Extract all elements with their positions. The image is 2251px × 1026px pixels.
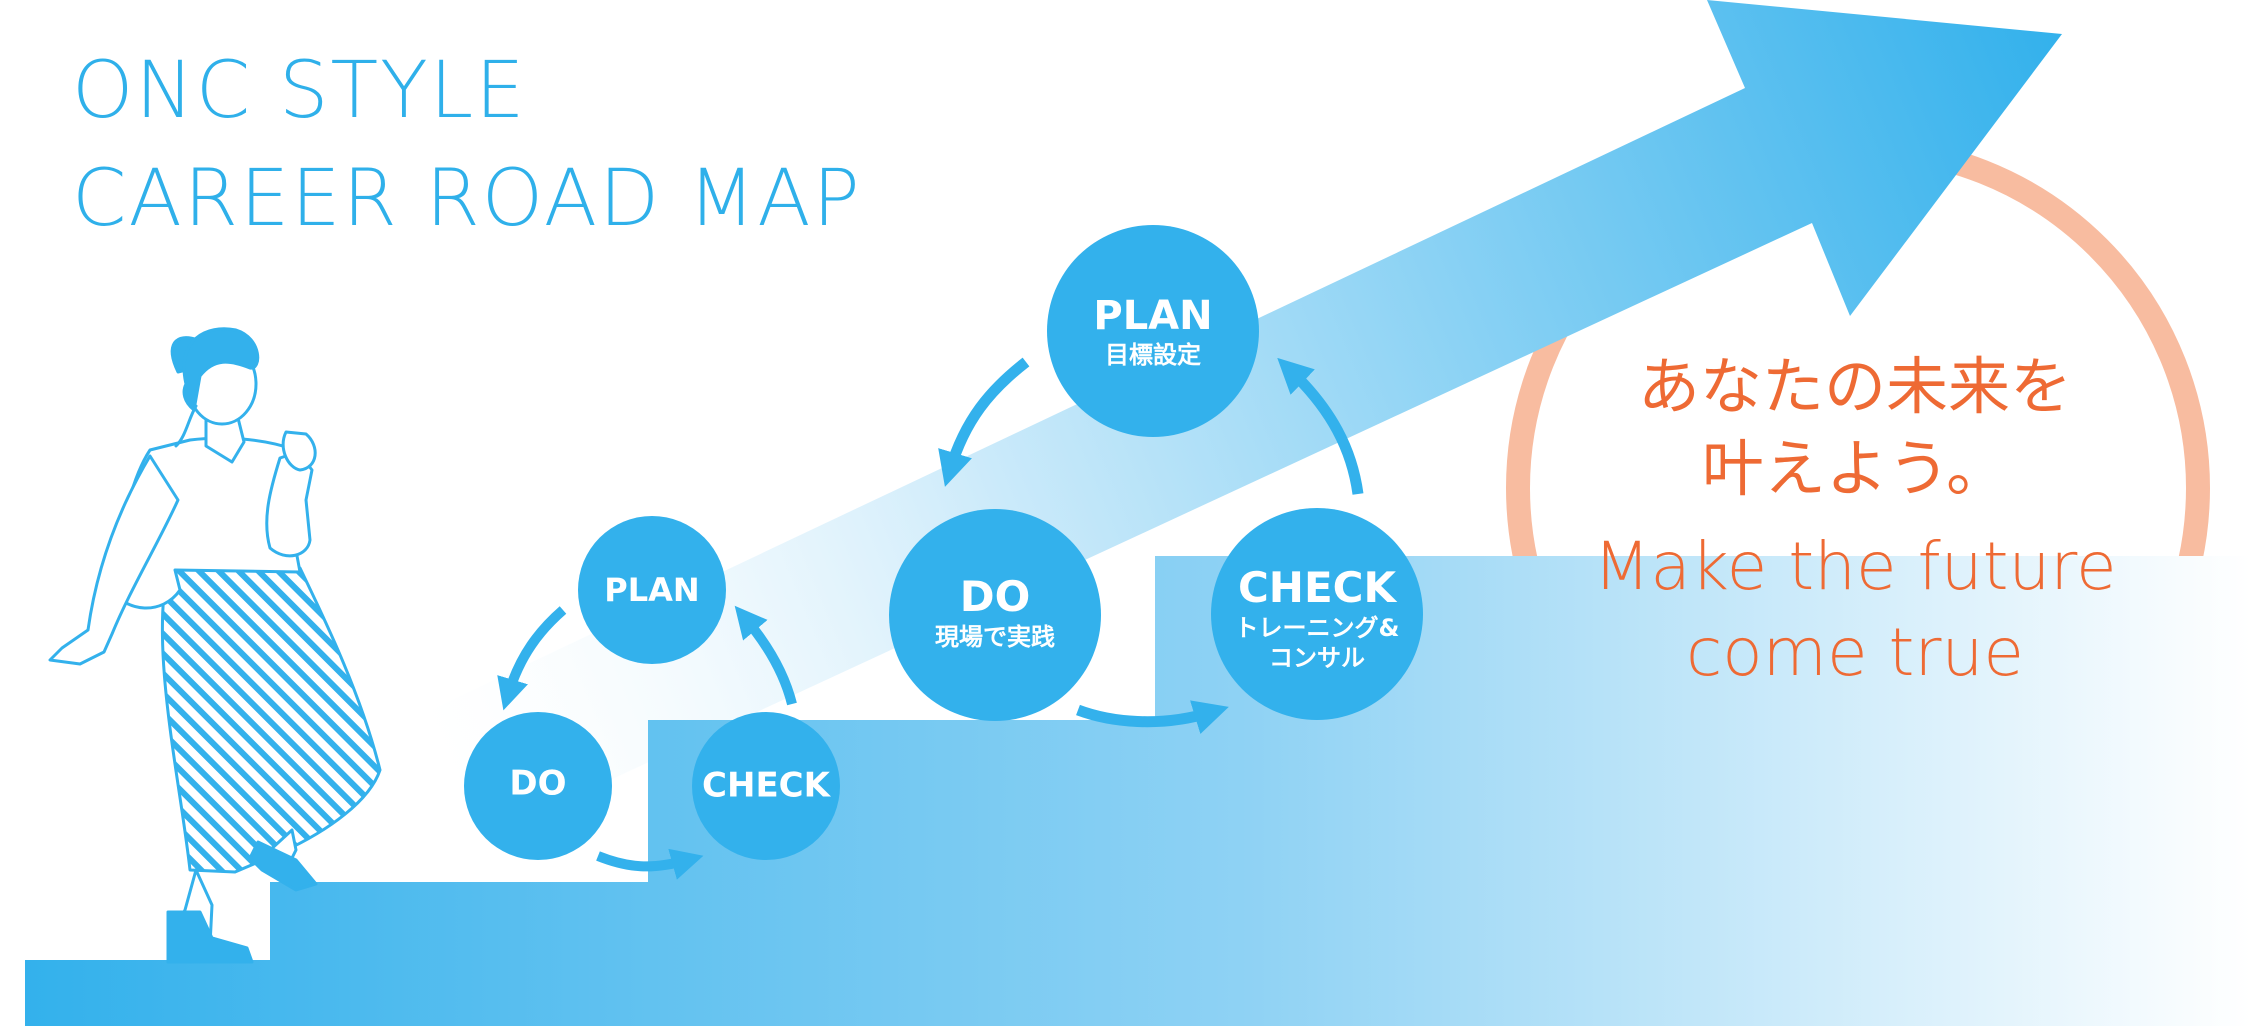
large-check-label-group: CHECK トレーニング& コンサル xyxy=(1235,563,1400,673)
large-check-circle xyxy=(1211,508,1423,720)
small-do-circle xyxy=(464,712,612,860)
large-plan-label: PLAN xyxy=(1093,293,1213,339)
large-do-label: DO xyxy=(959,571,1031,621)
large-check-sub-2: コンサル xyxy=(1269,644,1365,673)
page-title-line-1: ONC STYLE xyxy=(72,46,527,136)
goal-jp-line-2: 叶えよう。 xyxy=(1701,432,2009,505)
large-check-sub-1: トレーニング& xyxy=(1234,614,1400,643)
small-check-circle xyxy=(692,712,840,860)
large-check-to-plan-arrow xyxy=(1277,357,1364,495)
large-do-to-check-arrow xyxy=(1076,700,1229,734)
small-do-label: DO xyxy=(509,763,567,804)
goal-jp-line-1: あなたの未来を xyxy=(1637,350,2073,423)
large-plan-label-group: PLAN 目標設定 xyxy=(1093,292,1212,370)
large-plan-sub: 目標設定 xyxy=(1105,341,1201,369)
goal-en-line-2: come true xyxy=(1686,614,2024,691)
large-plan-circle xyxy=(1047,225,1259,437)
small-plan-circle xyxy=(578,516,726,664)
large-do-label-group: DO 現場で実践 xyxy=(935,572,1055,652)
woman-climbing-stairs-illustration xyxy=(48,327,382,964)
small-plan-to-do-arrow xyxy=(497,606,567,711)
goal-en-line-1: Make the future xyxy=(1593,528,2117,605)
large-do-sub: 現場で実践 xyxy=(935,623,1055,652)
small-plan-label: PLAN xyxy=(604,570,700,609)
small-do-to-check-arrow xyxy=(596,848,704,880)
small-check-to-plan-arrow xyxy=(734,605,797,706)
growth-arrow-icon xyxy=(420,0,2062,845)
staircase xyxy=(25,556,2251,1026)
small-pdca-cycle xyxy=(464,516,840,880)
large-check-label: CHECK xyxy=(1237,562,1397,612)
large-do-circle xyxy=(889,509,1101,721)
small-check-label: CHECK xyxy=(702,765,830,806)
large-plan-to-do-arrow xyxy=(938,357,1030,487)
large-pdca-cycle xyxy=(889,225,1423,734)
page-title-line-2: CAREER ROAD MAP xyxy=(72,154,862,244)
